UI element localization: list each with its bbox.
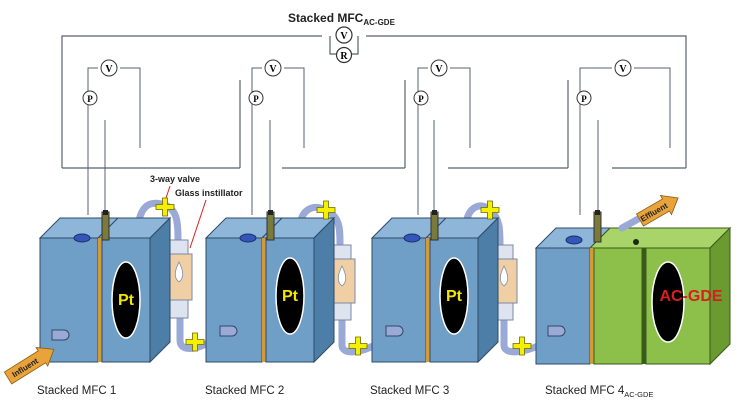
effluent-arrow: Effluent xyxy=(635,194,679,227)
cell2-anode-chamber xyxy=(205,237,263,363)
stacked-mfc-1: Pt xyxy=(38,210,172,364)
series-circuit xyxy=(61,35,687,169)
stack-voltmeter: V xyxy=(335,26,353,44)
cell4-separator xyxy=(590,248,594,364)
stacked-mfc-3: Pt xyxy=(370,210,500,364)
cell1-voltmeter: V xyxy=(100,59,118,77)
cell3-separator xyxy=(426,238,430,362)
valve-plus-3 xyxy=(316,200,336,220)
cell1-pressure-gauge: P xyxy=(82,90,98,106)
cell3-cathode-label: Pt xyxy=(446,288,463,305)
cell1-voltmeter-label: V xyxy=(105,64,113,75)
cell3-voltmeter-label: V xyxy=(435,64,443,75)
cell1-separator xyxy=(98,238,102,362)
cell2-caption-text: Stacked MFC 2 xyxy=(205,385,284,397)
cell4-voltmeter-label: V xyxy=(619,64,627,75)
instillator-pointer xyxy=(189,199,207,249)
cell4-caption: Stacked MFC 4AC-GDE xyxy=(545,385,653,399)
valve-annotation: 3-way valve xyxy=(150,174,200,184)
cell2-cathode-label: Pt xyxy=(282,288,299,305)
title-sub: AC-GDE xyxy=(363,18,395,27)
cell3-pressure-gauge: P xyxy=(413,90,429,106)
valve-pointer xyxy=(165,185,171,199)
cell1-caption-text: Stacked MFC 1 xyxy=(37,385,116,397)
valve-plus-6 xyxy=(512,336,532,356)
cell3-anode-chamber xyxy=(371,237,427,363)
cell4-caption-sub: AC-GDE xyxy=(624,390,653,399)
cell1-caption: Stacked MFC 1 xyxy=(37,385,116,397)
cell2-caption: Stacked MFC 2 xyxy=(205,385,284,397)
cell4-caption-text: Stacked MFC 4 xyxy=(545,385,625,397)
stacked-mfc-2: Pt xyxy=(204,210,336,364)
effluent-tube xyxy=(618,214,644,232)
cell4-pressure-label: P xyxy=(581,94,587,104)
cell3-cathode-window xyxy=(439,257,469,335)
stack-resistor: R xyxy=(335,46,353,64)
valve-plus-4 xyxy=(348,336,368,356)
cell2-voltmeter-label: V xyxy=(269,64,277,75)
valve-plus-2 xyxy=(185,332,205,352)
cell2-pressure-gauge: P xyxy=(248,90,264,106)
cell4-pressure-gauge: P xyxy=(576,90,592,106)
cell-meter-wires xyxy=(87,67,671,215)
stack-resistor-label: R xyxy=(340,51,348,62)
instillator-annotation: Glass instillator xyxy=(175,188,243,198)
circuit-wire-right xyxy=(366,35,687,168)
cell2-pressure-label: P xyxy=(253,94,259,104)
circuit-wire-left xyxy=(61,35,322,168)
cell1-cathode-label: Pt xyxy=(118,292,135,309)
cell3-caption-text: Stacked MFC 3 xyxy=(370,385,449,397)
cell4-anode-chamber xyxy=(535,247,591,365)
cell1-pressure-label: P xyxy=(87,94,93,104)
valve-plus-1 xyxy=(155,197,175,217)
diagram-title: Stacked MFCAC-GDE xyxy=(288,11,396,27)
glass-instillator-3 xyxy=(490,244,518,321)
valve-markers xyxy=(155,197,532,356)
cell2-voltmeter: V xyxy=(264,59,282,77)
stacked-mfc-4: AC-GDE xyxy=(534,210,732,366)
cell1-cathode-window xyxy=(111,261,141,339)
title-main: Stacked MFC xyxy=(288,11,364,25)
cell4-voltmeter: V xyxy=(614,59,632,77)
stack-voltmeter-label: V xyxy=(340,31,348,42)
cell1-anode-chamber xyxy=(39,237,99,363)
cell2-cathode-window xyxy=(275,257,305,335)
cell3-pressure-label: P xyxy=(418,94,424,104)
cell4-cathode-window xyxy=(651,261,685,343)
cell3-caption: Stacked MFC 3 xyxy=(370,385,449,397)
valve-plus-5 xyxy=(480,200,500,220)
cell3-voltmeter: V xyxy=(430,59,448,77)
cell2-separator xyxy=(262,238,266,362)
cell4-cathode-label: AC-GDE xyxy=(659,288,722,305)
